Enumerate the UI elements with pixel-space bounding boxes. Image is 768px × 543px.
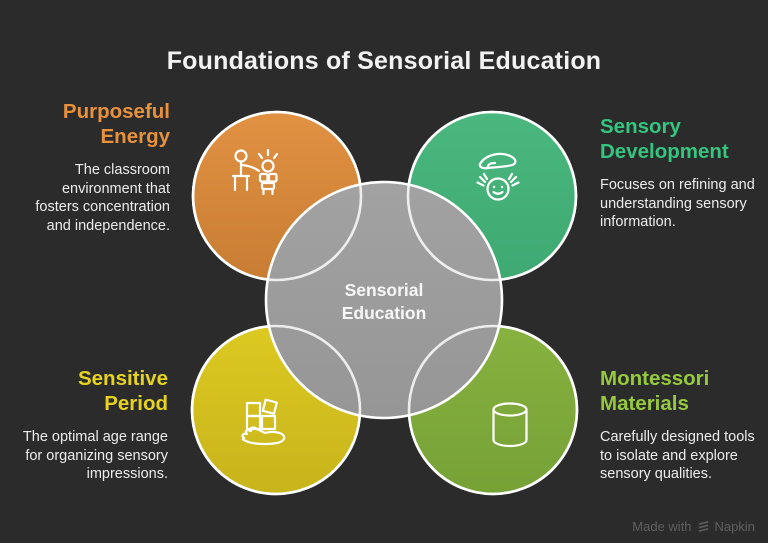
section-description: The optimal age range for organizing sen…: [22, 429, 168, 482]
section-description: The classroom environment that fosters c…: [35, 162, 170, 234]
section-heading: Montessori Materials: [600, 367, 710, 415]
center-label-line2: Education: [341, 303, 427, 323]
section-heading: Sensory Development: [600, 115, 729, 163]
watermark-brand: Napkin: [714, 519, 755, 534]
section-heading: Sensitive Period: [77, 367, 168, 415]
section-sensitive-period: Sensitive Period The optimal age range f…: [16, 366, 168, 484]
napkin-logo-icon: [698, 521, 708, 532]
teacher-child-icon: [231, 148, 279, 196]
overlap-arcs: [190, 110, 579, 496]
section-sensory-development: Sensory Development Focuses on refining …: [600, 114, 760, 232]
section-description: Carefully designed tools to isolate and …: [600, 429, 755, 482]
circle-sensorial-education-center: [264, 180, 504, 420]
watermark-prefix: Made with: [632, 519, 692, 534]
cylinder-icon: [492, 402, 528, 448]
hand-holding-blocks-icon: [241, 398, 286, 446]
section-description: Focuses on refining and understanding se…: [600, 177, 755, 230]
page-title: Foundations of Sensorial Education: [166, 47, 602, 75]
center-label-line1: Sensorial: [344, 280, 424, 300]
hand-over-child-icon: [476, 152, 520, 201]
napkin-watermark-badge[interactable]: Made with Napkin: [632, 519, 755, 534]
section-heading: Purposeful Energy: [62, 100, 170, 148]
section-purposeful-energy: Purposeful Energy The classroom environm…: [18, 99, 170, 235]
section-montessori-materials: Montessori Materials Carefully designed …: [600, 366, 760, 484]
center-circle-label: Sensorial Education: [294, 279, 474, 325]
